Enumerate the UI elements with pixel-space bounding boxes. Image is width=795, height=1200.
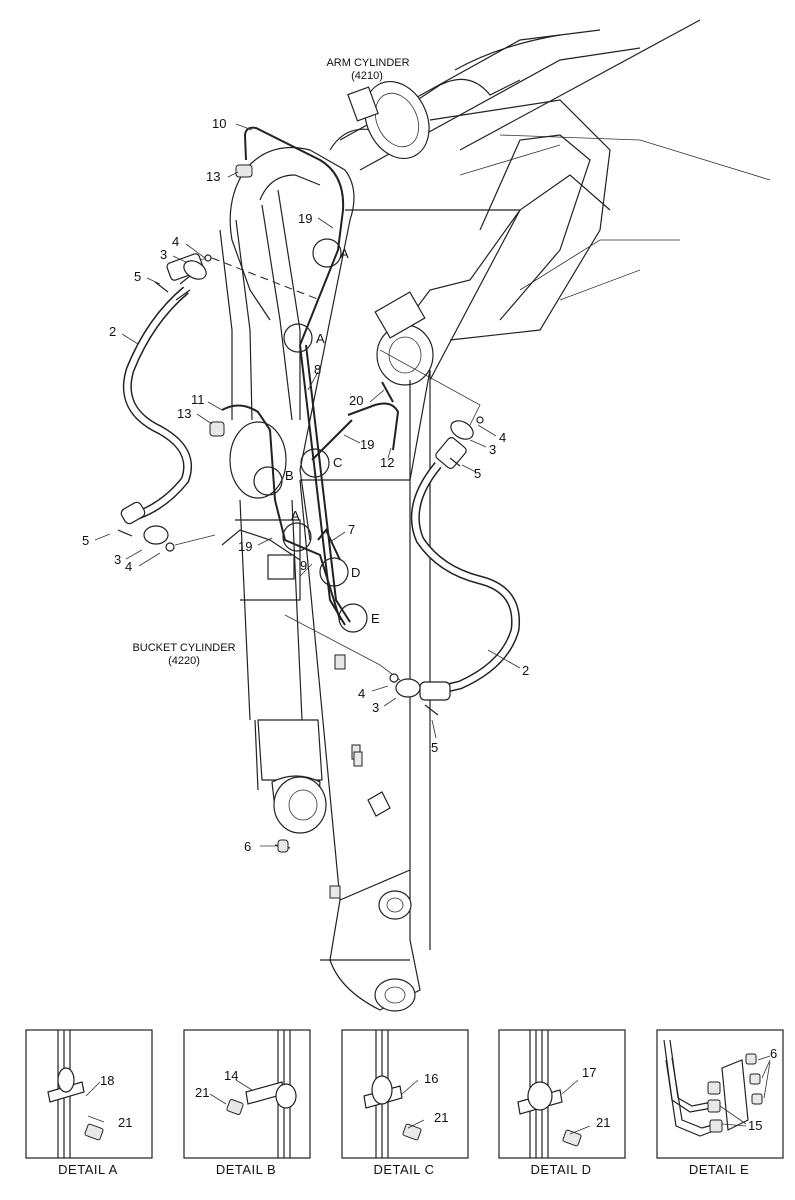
part-label: 4 — [358, 686, 365, 701]
tubes — [221, 126, 400, 626]
hose-left — [120, 253, 204, 525]
detail-e-panel: 6 15 DETAIL E — [656, 1029, 784, 1177]
part-label: 13 — [206, 169, 220, 184]
detail-c-part-16: 16 — [424, 1071, 438, 1086]
detail-circles — [253, 238, 368, 633]
part-label: 6 — [244, 839, 251, 854]
detail-b-part-21: 21 — [195, 1085, 209, 1100]
part-label: 3 — [489, 442, 496, 457]
detail-d-part-17: 17 — [582, 1065, 596, 1080]
detail-a-part-18: 18 — [100, 1073, 114, 1088]
part-label: 19 — [298, 211, 312, 226]
detail-d-panel: 17 21 DETAIL D — [498, 1029, 626, 1177]
detail-marker: C — [333, 455, 342, 470]
part-label: 12 — [380, 455, 394, 470]
leader-dashes — [174, 257, 481, 681]
part-label: 4 — [125, 559, 132, 574]
part-label: 13 — [177, 406, 191, 421]
detail-marker-letters: A A B C A D E — [285, 246, 380, 626]
part-label: 5 — [134, 269, 141, 284]
part-label: 5 — [82, 533, 89, 548]
bucket-cylinder-code: (4220) — [168, 655, 200, 667]
arm-cylinder-name: ARM CYLINDER — [326, 57, 409, 69]
bucket-cylinder-name: BUCKET CYLINDER — [132, 642, 235, 654]
part-label: 8 — [314, 362, 321, 377]
flanges — [117, 164, 484, 853]
detail-b-caption: DETAIL B — [216, 1162, 276, 1177]
detail-a-caption: DETAIL A — [58, 1162, 118, 1177]
part-label: 5 — [474, 466, 481, 481]
part-label: 3 — [372, 700, 379, 715]
detail-d-caption: DETAIL D — [530, 1162, 591, 1177]
part-label: 11 — [191, 392, 205, 407]
detail-c-caption: DETAIL C — [373, 1162, 434, 1177]
detail-marker: A — [316, 331, 325, 346]
detail-marker: E — [371, 611, 380, 626]
part-label: 5 — [431, 740, 438, 755]
part-label: 2 — [109, 324, 116, 339]
cylinder-titles: ARM CYLINDER (4210) BUCKET CYLINDER (422… — [132, 57, 409, 667]
detail-c-part-21: 21 — [434, 1110, 448, 1125]
detail-b-part-14: 14 — [224, 1068, 238, 1083]
part-label: 20 — [349, 393, 363, 408]
detail-e-caption: DETAIL E — [689, 1162, 749, 1177]
detail-e-part-15: 15 — [748, 1118, 762, 1133]
part-label: 2 — [522, 663, 529, 678]
detail-a-part-21: 21 — [118, 1115, 132, 1130]
part-label: 19 — [238, 539, 252, 554]
part-label: 3 — [160, 247, 167, 262]
detail-d-part-21: 21 — [596, 1115, 610, 1130]
detail-b-panel: 14 21 DETAIL B — [183, 1029, 311, 1177]
detail-e-part-6: 6 — [770, 1046, 777, 1061]
part-label: 19 — [360, 437, 374, 452]
part-leaders — [94, 123, 521, 847]
part-label: 4 — [499, 430, 506, 445]
part-number-labels: 10 13 4 3 5 19 2 8 20 4 3 5 11 13 19 12 … — [82, 116, 529, 854]
detail-marker: A — [291, 508, 300, 523]
detail-marker: A — [340, 246, 349, 261]
detail-marker: B — [285, 468, 294, 483]
boom-structure — [219, 19, 771, 1012]
part-label: 9 — [300, 558, 307, 573]
arm-cylinder-code: (4210) — [351, 70, 383, 82]
part-label: 7 — [348, 522, 355, 537]
part-label: 4 — [172, 234, 179, 249]
detail-c-panel: 16 21 DETAIL C — [341, 1029, 469, 1177]
hose-right — [410, 437, 521, 701]
part-label: 3 — [114, 552, 121, 567]
detail-a-panel: 18 21 DETAIL A — [25, 1029, 153, 1177]
detail-marker: D — [351, 565, 360, 580]
part-label: 10 — [212, 116, 226, 131]
